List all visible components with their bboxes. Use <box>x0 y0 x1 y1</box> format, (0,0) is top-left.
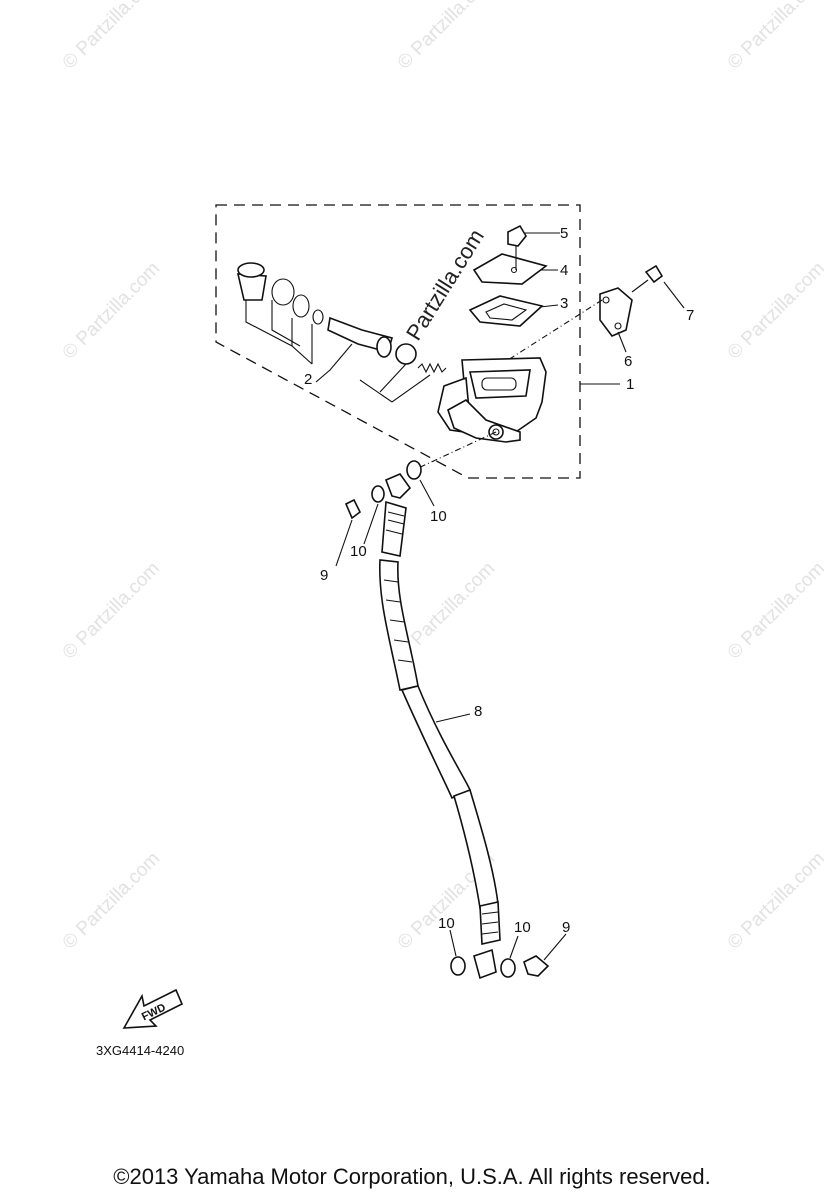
cap-screw <box>507 224 527 270</box>
master-cylinder-body <box>437 357 547 443</box>
watermark-tile: © Partzilla.com <box>394 0 499 74</box>
callout-9-lower: 9 <box>562 919 570 936</box>
fwd-arrow-icon: FWD <box>122 988 184 1029</box>
piston-boot <box>236 273 267 301</box>
callout-7: 7 <box>686 307 694 324</box>
callout-10-lower-left: 10 <box>438 915 455 932</box>
brake-hose <box>378 500 501 945</box>
reservoir-diaphragm <box>468 295 544 327</box>
callout-8: 8 <box>474 703 482 720</box>
copper-washer <box>450 956 466 976</box>
watermark-grid: © Partzilla.com © Partzilla.com © Partzi… <box>59 0 824 954</box>
callout-4: 4 <box>560 262 568 279</box>
watermark-tile: © Partzilla.com <box>724 848 824 953</box>
assembly-boundary <box>215 204 581 479</box>
callout-6: 6 <box>624 353 632 370</box>
piston-head <box>376 336 392 358</box>
copper-washer <box>500 958 516 978</box>
watermark-tile: © Partzilla.com <box>724 558 824 663</box>
callout-10-lower-right: 10 <box>514 919 531 936</box>
callout-9-upper: 9 <box>320 567 328 584</box>
axis-line <box>507 299 603 361</box>
o-ring <box>312 309 324 325</box>
reservoir-cap <box>472 253 548 285</box>
copper-washer <box>406 460 422 480</box>
piston-boot-top <box>237 262 265 278</box>
upper-banjo-set <box>344 460 422 520</box>
leaders-2 <box>245 300 431 403</box>
callout-1: 1 <box>626 376 634 393</box>
diagram-code: 3XG4414-4240 <box>96 1043 185 1058</box>
watermark-tile: © Partzilla.com <box>724 258 824 363</box>
watermark-tile: © Partzilla.com <box>59 848 164 953</box>
watermark-tile: © Partzilla.com <box>724 0 824 74</box>
copper-washer <box>371 485 385 503</box>
master-cylinder-holder <box>599 287 633 337</box>
circlip <box>271 278 295 306</box>
leader-lines <box>335 232 685 961</box>
copyright-notice: ©2013 Yamaha Motor Corporation, U.S.A. A… <box>113 1164 711 1189</box>
washer <box>292 294 310 318</box>
watermark-tile: © Partzilla.com <box>59 0 164 74</box>
lower-banjo-set <box>450 948 550 980</box>
watermark-tile: © Partzilla.com <box>59 558 164 663</box>
piston-cup <box>395 343 417 365</box>
watermark-tile: © Partzilla.com <box>59 258 164 363</box>
callout-2: 2 <box>304 371 312 388</box>
callout-10-upper-left: 10 <box>350 543 367 560</box>
callout-5: 5 <box>560 225 568 242</box>
holder-bolt <box>631 264 664 293</box>
callout-3: 3 <box>560 295 568 312</box>
callout-10-upper-right: 10 <box>430 508 447 525</box>
watermark-center: Partzilla.com <box>401 225 489 345</box>
axis-line <box>413 431 497 471</box>
piston-kit <box>236 262 447 374</box>
return-spring <box>417 362 447 374</box>
